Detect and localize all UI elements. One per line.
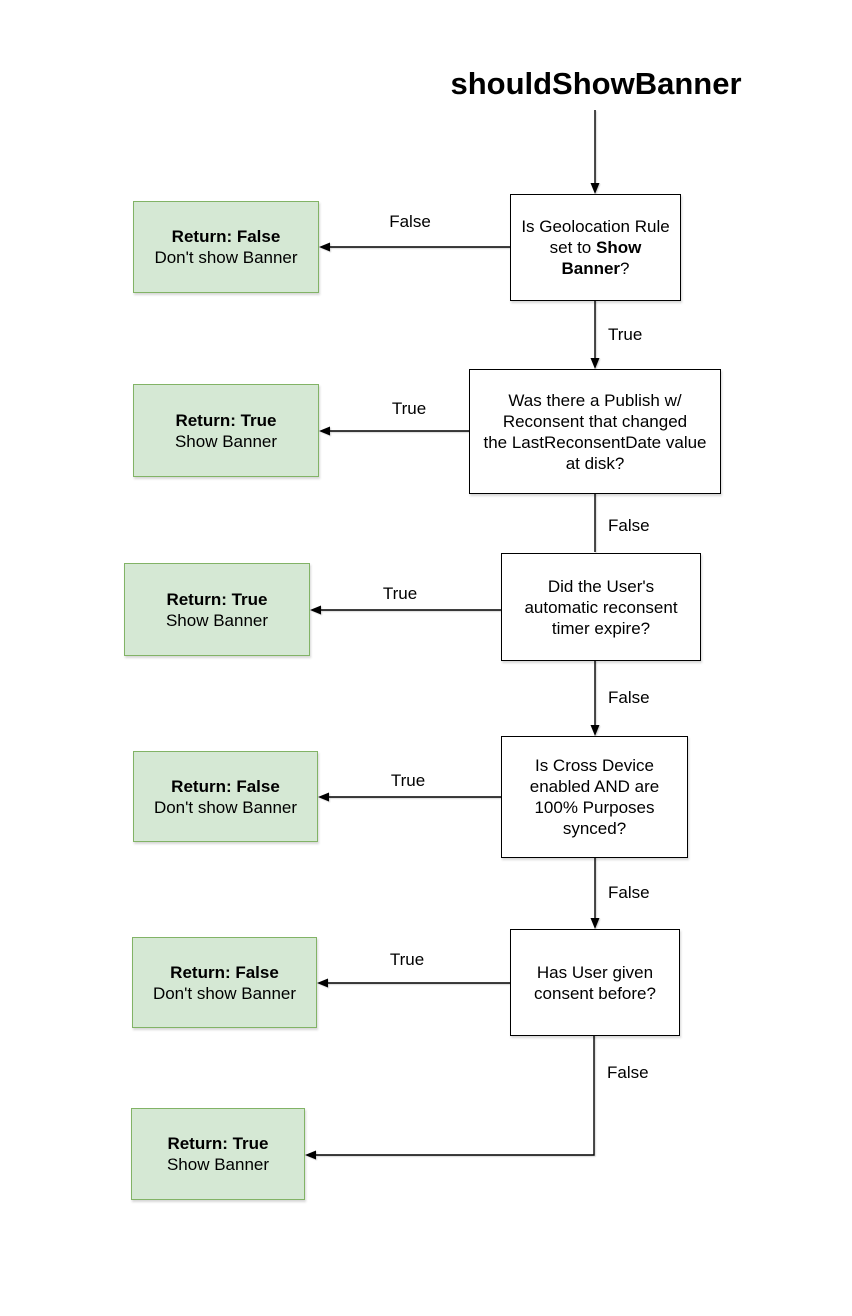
edge-label-publish-false: False <box>608 515 650 536</box>
decision-consent-given: Has User given consent before? <box>510 929 680 1036</box>
decision-publish-reconsent-text: Was there a Publish w/ Reconsent that ch… <box>483 390 707 473</box>
return-box-3-text: Return: True Show Banner <box>166 589 268 631</box>
edge-label-publish-true: True <box>391 398 427 419</box>
decision-geolocation-rule: Is Geolocation Rule set to Show Banner? <box>510 194 681 301</box>
return-box-6: Return: True Show Banner <box>131 1108 305 1200</box>
edge-consent-false <box>305 1035 595 1160</box>
return-description: Don't show Banner <box>154 248 298 267</box>
return-box-1-text: Return: False Don't show Banner <box>154 226 297 268</box>
return-description: Don't show Banner <box>153 797 298 817</box>
decision-geolocation-rule-text: Is Geolocation Rule set to Show Banner? <box>521 217 670 278</box>
return-box-3: Return: True Show Banner <box>124 563 310 656</box>
edge-label-geolocation-false: False <box>389 211 431 232</box>
decision-cross-device: Is Cross Device enabled AND are 100% Pur… <box>501 736 688 858</box>
return-box-2-text: Return: True Show Banner <box>175 410 277 452</box>
return-box-6-text: Return: True Show Banner <box>167 1133 269 1175</box>
edge-label-timer-true: True <box>382 583 418 604</box>
return-description: Show Banner <box>166 1155 270 1174</box>
return-description: Show Banner <box>174 431 278 451</box>
return-box-1: Return: False Don't show Banner <box>133 201 319 293</box>
return-value: Return: False <box>171 776 280 796</box>
return-box-4-text: Return: False Don't show Banner <box>154 776 297 818</box>
return-value: Return: False <box>171 227 281 246</box>
return-description: Show Banner <box>165 610 269 630</box>
decision-publish-reconsent: Was there a Publish w/ Reconsent that ch… <box>469 369 721 494</box>
return-value: Return: True <box>166 589 268 609</box>
return-value: Return: True <box>175 410 277 430</box>
return-box-2: Return: True Show Banner <box>133 384 319 477</box>
decision-reconsent-timer-text: Did the User's automatic reconsent timer… <box>524 576 678 638</box>
return-box-4: Return: False Don't show Banner <box>133 751 318 842</box>
decision-consent-given-text: Has User given consent before? <box>534 962 656 1003</box>
return-box-5: Return: False Don't show Banner <box>132 937 317 1028</box>
return-box-5-text: Return: False Don't show Banner <box>153 962 296 1004</box>
decision-cross-device-text: Is Cross Device enabled AND are 100% Pur… <box>529 756 660 838</box>
edge-label-crossdevice-false: False <box>608 882 650 903</box>
return-value: Return: False <box>170 962 279 982</box>
decision-reconsent-timer: Did the User's automatic reconsent timer… <box>501 553 701 661</box>
edge-label-crossdevice-true: True <box>390 770 426 791</box>
return-description: Don't show Banner <box>152 983 297 1003</box>
edge-label-geolocation-true: True <box>608 324 643 345</box>
edge-label-consent-false: False <box>607 1062 649 1083</box>
return-value: Return: True <box>167 1134 269 1153</box>
edge-label-consent-true: True <box>389 949 425 970</box>
edge-label-timer-false: False <box>608 687 650 708</box>
page-title: shouldShowBanner <box>450 66 742 101</box>
